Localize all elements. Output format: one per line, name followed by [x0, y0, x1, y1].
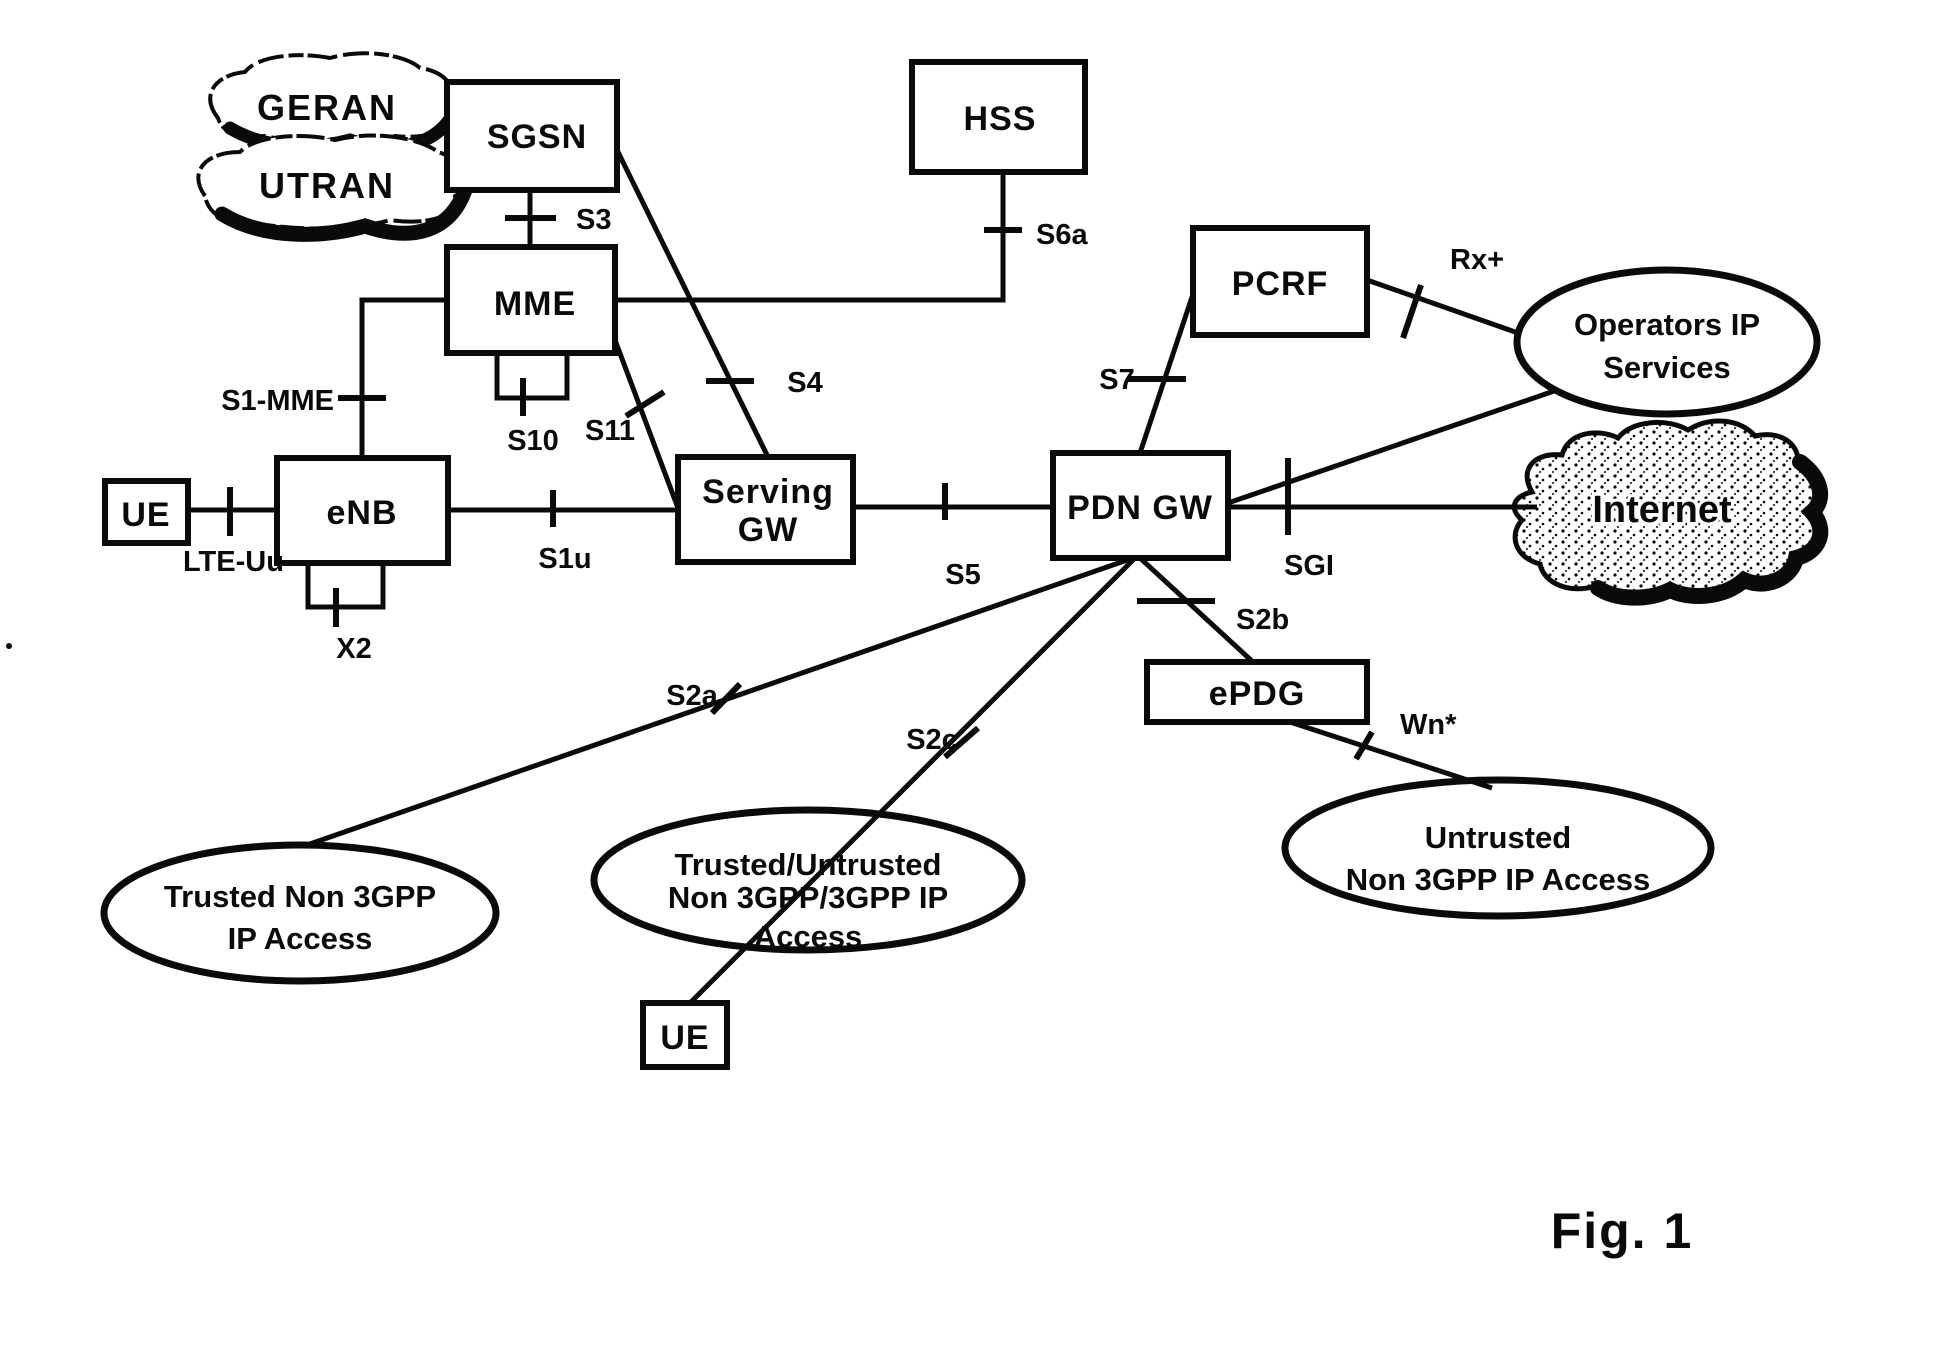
- trusted-untrusted-label-line2: Non 3GPP/3GPP IP: [668, 880, 948, 915]
- tick-rxplus: [1400, 284, 1424, 339]
- tick-s2c: [943, 725, 980, 760]
- epdg-label: ePDG: [1209, 675, 1306, 713]
- serving-gw-box: [675, 454, 856, 565]
- untrusted-non3gpp-label-line2: Non 3GPP IP Access: [1346, 862, 1650, 897]
- link-wnstar: [1289, 719, 1493, 791]
- ue-bottom-box: [640, 1000, 730, 1070]
- trusted-non3gpp-label-line2: IP Access: [228, 921, 373, 956]
- enb-label-text: eNB: [326, 494, 397, 532]
- link-s1mme: [359, 297, 447, 458]
- link-s10-loop: [494, 352, 570, 401]
- geran-label: GERAN: [257, 87, 397, 128]
- utran-cloud-shadow: [214, 182, 473, 242]
- link-s2c: [688, 556, 1137, 1005]
- s3-label: S3: [576, 204, 611, 236]
- wnstar-label: Wn*: [1400, 709, 1457, 741]
- s11-label: S11: [585, 415, 635, 447]
- epdg-box: [1144, 659, 1370, 725]
- stray-mark: [6, 643, 12, 649]
- pcrf-label: PCRF: [1232, 265, 1329, 303]
- link-s4: [614, 148, 771, 459]
- s1mme-label: S1-MME: [221, 385, 334, 417]
- s7-label: S7: [1099, 364, 1134, 396]
- sgi-label: SGI: [1284, 550, 1334, 582]
- pcrf-box: [1190, 225, 1370, 338]
- s6a-label: S6a: [1036, 219, 1088, 251]
- hss-box: [909, 59, 1088, 175]
- s2b-label: S2b: [1236, 604, 1289, 636]
- serving-gw-label-line1: Serving: [702, 473, 834, 511]
- enb-box: [274, 455, 451, 566]
- utran-label: UTRAN: [259, 165, 395, 206]
- trusted-untrusted-access-ellipse: [590, 806, 1026, 954]
- link-s7: [1137, 296, 1195, 454]
- tick-wnstar: [1353, 730, 1375, 761]
- mme-box: [444, 244, 618, 356]
- link-s2b: [1138, 556, 1255, 664]
- trusted-untrusted-label-line1: Trusted/Untrusted: [675, 847, 942, 882]
- internet-label: Internet: [1592, 489, 1732, 531]
- pdn-gw-box: [1050, 450, 1231, 561]
- tick-s11: [624, 389, 666, 419]
- rxplus-label: Rx+: [1450, 244, 1504, 276]
- hss-label: HSS: [964, 100, 1037, 138]
- ue-left-label: UE: [121, 496, 170, 534]
- ue-left-box: [102, 478, 191, 546]
- trusted-non3gpp-ellipse: [100, 841, 500, 985]
- tick-s2a: [709, 681, 743, 716]
- s2c-label: S2c: [906, 724, 958, 756]
- trusted-non3gpp-label-line1: Trusted Non 3GPP: [164, 879, 436, 914]
- operators-label-line1: Operators IP: [1574, 307, 1760, 342]
- s1u-label: S1u: [538, 543, 591, 575]
- link-rxplus: [1366, 277, 1519, 336]
- pdn-gw-label: PDN GW: [1067, 489, 1213, 527]
- s2a-label: S2a: [666, 680, 718, 712]
- link-pdngw-operators: [1227, 387, 1558, 506]
- internet-cloud-shadow: [1590, 454, 1829, 606]
- link-s11: [609, 331, 681, 509]
- mme-label: MME: [494, 285, 576, 323]
- ue-bottom-label: UE: [660, 1019, 709, 1057]
- sgsn-label: SGSN: [487, 118, 587, 156]
- operators-label-line2: Services: [1603, 350, 1731, 385]
- lteuu-label: LTE-Uu: [183, 546, 284, 578]
- s10-label: S10: [507, 425, 559, 457]
- x2-label: X2: [336, 633, 371, 665]
- untrusted-non3gpp-label-line1: Untrusted: [1425, 820, 1571, 855]
- s4-label: S4: [787, 367, 822, 399]
- trusted-untrusted-label-line3: Access: [754, 919, 863, 954]
- operators-ip-services-ellipse: [1513, 266, 1821, 418]
- link-x2-loop: [305, 563, 386, 610]
- sgsn-box: [444, 79, 620, 193]
- enb-label: eNB: [326, 494, 397, 532]
- s5-label: S5: [945, 559, 980, 591]
- untrusted-non3gpp-ellipse: [1281, 776, 1715, 920]
- serving-gw-label-line2: GW: [738, 511, 799, 549]
- figure-caption: Fig. 1: [1551, 1203, 1694, 1259]
- link-s6a: [617, 172, 1006, 303]
